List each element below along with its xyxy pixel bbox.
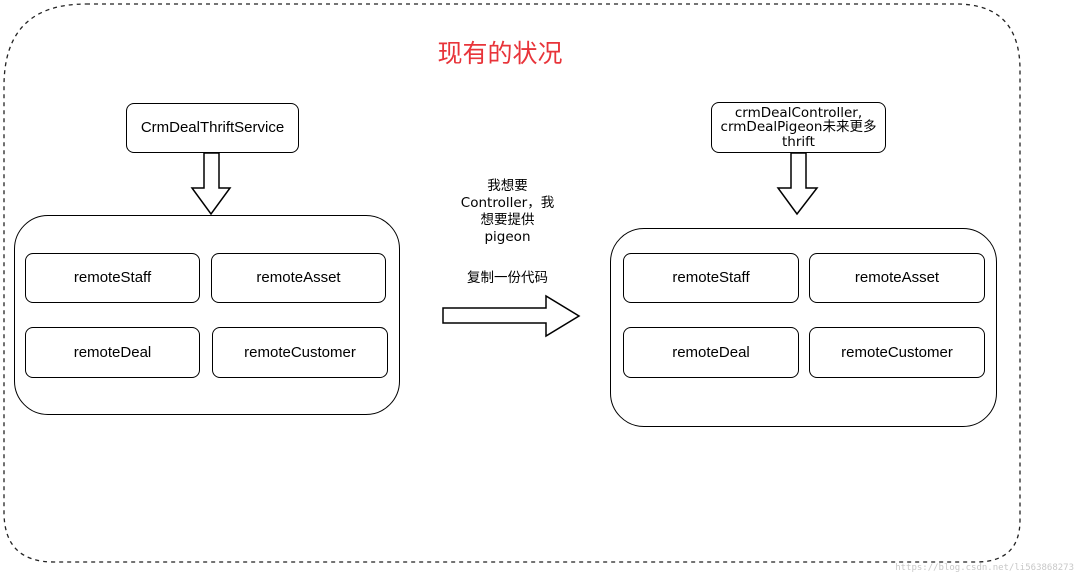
diagram-title: 现有的状况 xyxy=(437,39,563,68)
left-down-arrow xyxy=(190,152,232,216)
module-label: remoteCustomer xyxy=(841,343,953,361)
middle-wish-text: 我想要 Controller，我 想要提供 pigeon xyxy=(460,178,555,245)
copy-code-label: 复制一份代码 xyxy=(467,270,548,286)
module-label: remoteStaff xyxy=(672,269,750,287)
module-label: remoteDeal xyxy=(73,343,152,361)
left-module-remote-deal: remoteDeal xyxy=(25,327,200,378)
module-label: remoteDeal xyxy=(672,343,750,361)
left-module-remote-customer: remoteCustomer xyxy=(212,327,388,378)
left-module-remote-asset: remoteAsset xyxy=(211,253,386,303)
left-service-box: CrmDealThriftService xyxy=(126,103,299,153)
right-module-remote-asset: remoteAsset xyxy=(809,253,985,303)
module-label: remoteCustomer xyxy=(244,343,356,361)
left-service-label: CrmDealThriftService xyxy=(140,119,285,137)
module-label: remoteAsset xyxy=(256,269,341,287)
right-controller-label: crmDealController, crmDealPigeon未来更多 thr… xyxy=(720,105,877,150)
left-module-container xyxy=(14,215,400,415)
module-label: remoteStaff xyxy=(73,269,152,287)
right-module-remote-staff: remoteStaff xyxy=(623,253,799,303)
left-module-remote-staff: remoteStaff xyxy=(25,253,200,303)
right-down-arrow xyxy=(776,152,819,216)
right-module-remote-customer: remoteCustomer xyxy=(809,327,985,378)
outer-dashed-frame xyxy=(3,3,1021,563)
right-module-remote-deal: remoteDeal xyxy=(623,327,799,378)
module-label: remoteAsset xyxy=(854,269,940,287)
right-controller-box: crmDealController, crmDealPigeon未来更多 thr… xyxy=(711,102,886,153)
copy-right-arrow xyxy=(442,294,581,338)
watermark-text: https://blog.csdn.net/li563868273 xyxy=(895,563,1074,573)
